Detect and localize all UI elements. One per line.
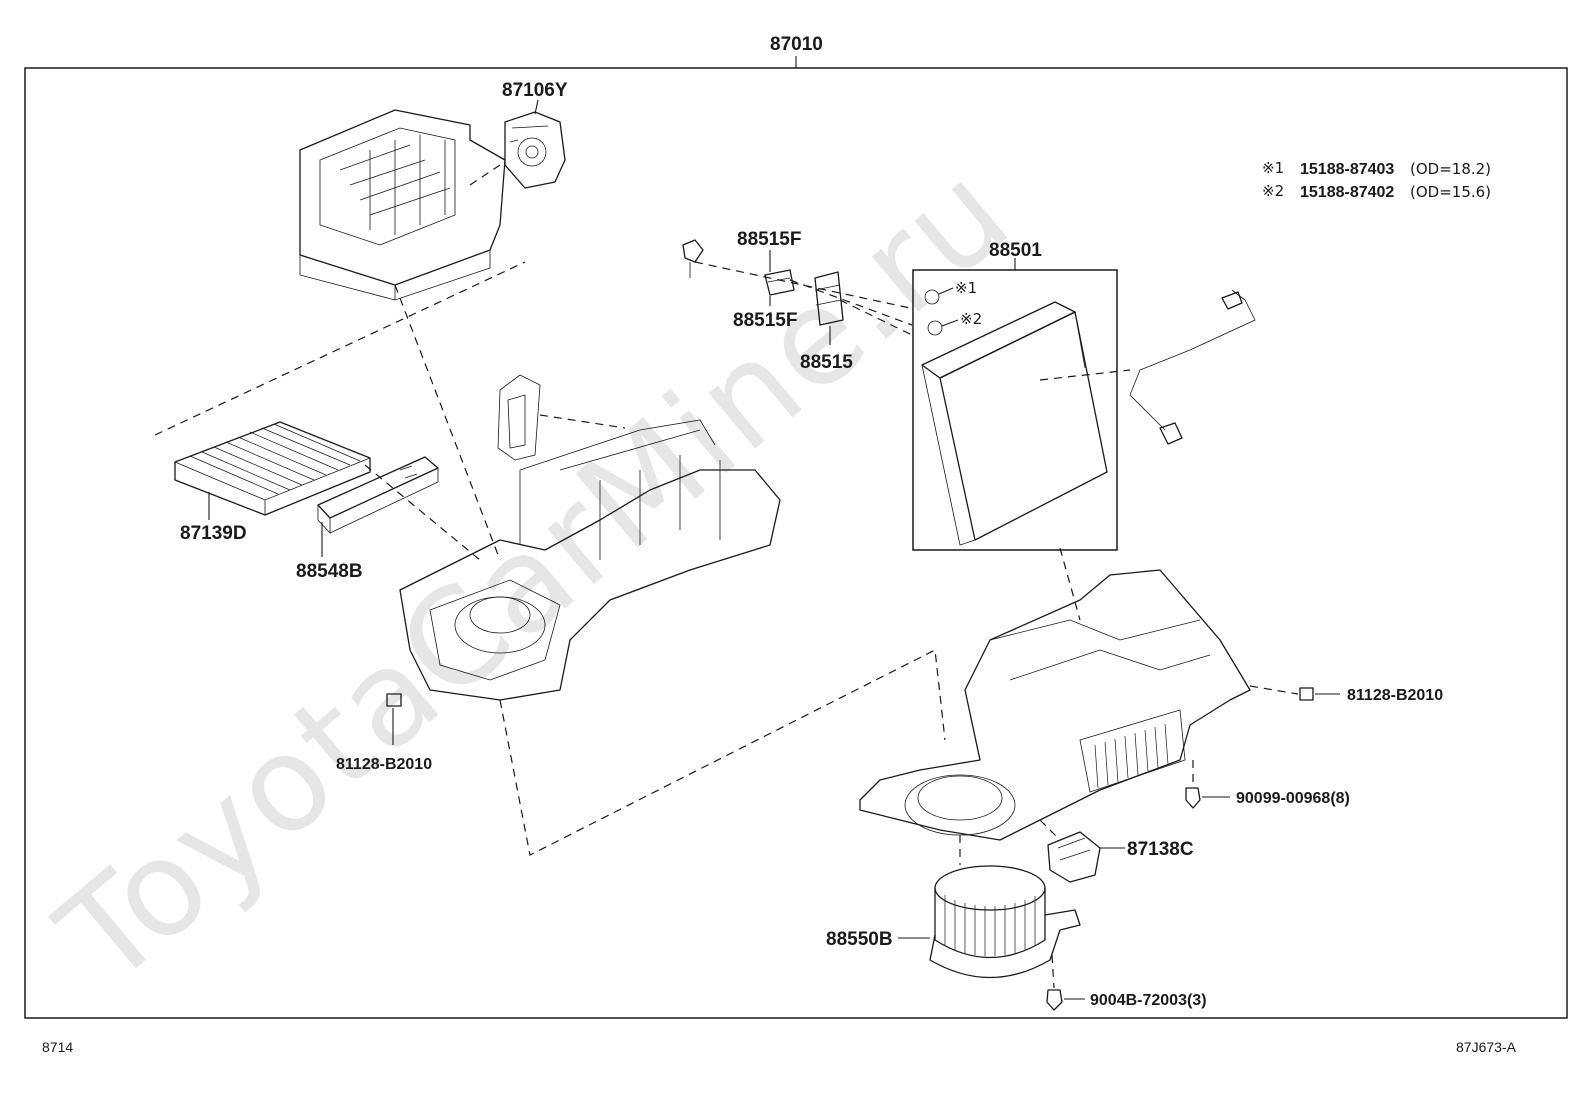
- label-88550B[interactable]: 88550B: [826, 929, 893, 950]
- note-1-mark: ※1: [1262, 159, 1284, 177]
- clip-part: [1185, 787, 1201, 809]
- leader-ring-1: [938, 287, 954, 295]
- guide-filter-top: [154, 261, 526, 436]
- svg-text:ToyotaCarMine.ru: ToyotaCarMine.ru: [31, 135, 1039, 1015]
- servo-guide: [469, 164, 501, 186]
- screw-right-part: [1299, 687, 1314, 701]
- label-88548B[interactable]: 88548B: [296, 561, 363, 582]
- thermistor-part: [1129, 289, 1256, 445]
- lower-housing-part: [399, 374, 781, 701]
- guide-lower-blower: [499, 649, 946, 856]
- guide-valve: [694, 261, 913, 336]
- o-ring-2-part: [927, 320, 943, 336]
- leader-ring-2: [941, 319, 959, 327]
- upper-housing-part: [299, 109, 506, 301]
- guide-screw-right: [1249, 685, 1299, 695]
- footer-drawing-code: 87J673-A: [1456, 1039, 1517, 1055]
- note-2-mark: ※2: [1262, 182, 1284, 200]
- notes-block: ※1 15188-87403 (OD=18.2) ※2 15188-87402 …: [1262, 159, 1491, 201]
- label-87106Y[interactable]: 87106Y: [502, 80, 568, 101]
- damper-servo-part: [504, 111, 566, 189]
- evaporator-part: [921, 301, 1108, 546]
- label-88515[interactable]: 88515: [800, 352, 853, 373]
- guide-evap-housing: [1059, 547, 1081, 621]
- label-81128-B2010-left[interactable]: 81128-B2010: [336, 756, 432, 773]
- guide-filter-bottom: [364, 464, 481, 561]
- o-ring-1-part: [924, 289, 940, 305]
- motor-screw-part: [1046, 989, 1063, 1011]
- air-filter-part: [174, 421, 371, 516]
- guide-duct: [539, 414, 626, 429]
- watermark: ToyotaCarMine.ru: [31, 135, 1039, 1015]
- blower-motor-part: [929, 865, 1081, 979]
- label-9004B-72003[interactable]: 9004B-72003(3): [1090, 992, 1207, 1009]
- note-2-part[interactable]: 15188-87402: [1300, 184, 1394, 201]
- bolt-part: [682, 239, 704, 278]
- footer-page-code: 8714: [42, 1039, 73, 1055]
- note-2-spec: (OD=15.6): [1410, 183, 1491, 201]
- label-ring-2[interactable]: ※2: [960, 310, 982, 328]
- label-90099-00968[interactable]: 90099-00968(8): [1236, 790, 1350, 807]
- label-87139D[interactable]: 87139D: [180, 523, 247, 544]
- note-1-spec: (OD=18.2): [1410, 160, 1491, 178]
- guide-upper-lower: [394, 284, 501, 561]
- filter-cover-part: [317, 456, 439, 535]
- label-88515F-a[interactable]: 88515F: [737, 229, 801, 250]
- label-87010[interactable]: 87010: [770, 34, 823, 55]
- label-88501[interactable]: 88501: [989, 240, 1042, 261]
- leader-87106Y: [534, 99, 539, 115]
- screw-left-part: [386, 693, 402, 707]
- guide-thermistor: [1039, 369, 1131, 381]
- resistor-part: [1047, 831, 1101, 883]
- blower-case-part: [859, 569, 1251, 841]
- label-81128-B2010-right[interactable]: 81128-B2010: [1347, 687, 1443, 704]
- label-87138C[interactable]: 87138C: [1127, 839, 1194, 860]
- label-ring-1[interactable]: ※1: [955, 279, 977, 297]
- guide-motor-screw: [1051, 954, 1055, 989]
- guide-resistor: [1039, 819, 1061, 841]
- label-88515F-b[interactable]: 88515F: [733, 310, 797, 331]
- note-1-part[interactable]: 15188-87403: [1300, 161, 1394, 178]
